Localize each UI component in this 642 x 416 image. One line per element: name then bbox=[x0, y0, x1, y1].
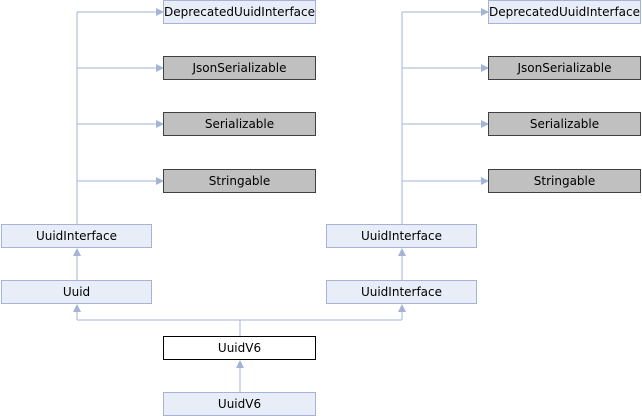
node-uuidv6-current: UuidV6 bbox=[163, 336, 316, 360]
node-right-uuid-interface-top[interactable]: UuidInterface bbox=[326, 224, 477, 248]
node-right-stringable: Stringable bbox=[488, 169, 641, 193]
node-left-uuid-interface[interactable]: UuidInterface bbox=[1, 224, 152, 248]
node-uuidv6-base[interactable]: UuidV6 bbox=[163, 392, 316, 416]
node-right-serializable: Serializable bbox=[488, 112, 641, 136]
node-left-stringable: Stringable bbox=[163, 169, 316, 193]
node-right-deprecated-uuid-interface[interactable]: DeprecatedUuidInterface bbox=[488, 0, 641, 24]
node-right-uuid-interface-bottom[interactable]: UuidInterface bbox=[326, 280, 477, 304]
node-left-deprecated-uuid-interface[interactable]: DeprecatedUuidInterface bbox=[163, 0, 316, 24]
node-left-uuid[interactable]: Uuid bbox=[1, 280, 152, 304]
node-left-serializable: Serializable bbox=[163, 112, 316, 136]
node-right-json-serializable: JsonSerializable bbox=[488, 56, 641, 80]
node-left-json-serializable: JsonSerializable bbox=[163, 56, 316, 80]
